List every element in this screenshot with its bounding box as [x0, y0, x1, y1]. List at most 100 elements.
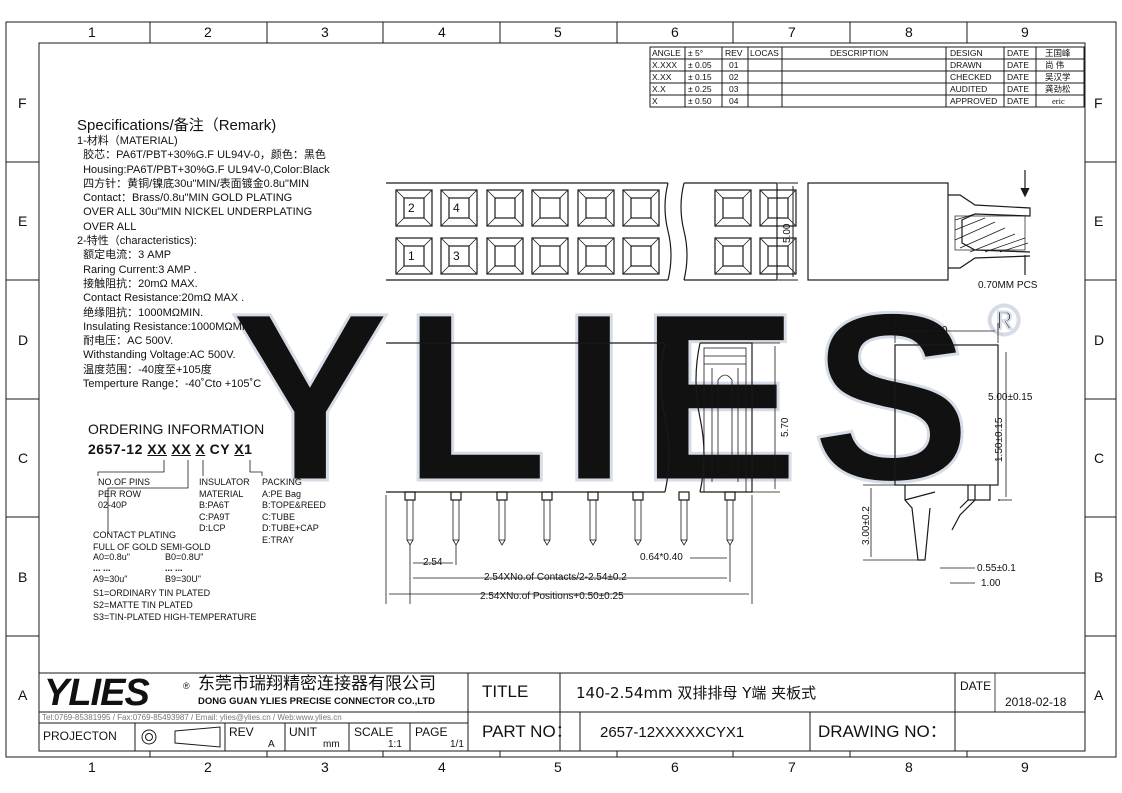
- tol-value-2: ± 0.15: [688, 72, 712, 82]
- front-pin: [587, 491, 599, 546]
- watermark: YLIES ®: [229, 262, 1022, 533]
- plating-b0: B0=0.8U": [165, 552, 204, 562]
- zone-row-left-F: F: [18, 95, 27, 111]
- spec-line-17: Temperture Range：-40˚Cto +105˚C: [77, 378, 262, 391]
- front-pin: [541, 491, 553, 546]
- zone-col-top-1: 1: [88, 24, 96, 40]
- rev-header: REV: [725, 48, 743, 58]
- spec-line-16: 温度范围：-40度至+105度: [77, 363, 212, 376]
- tol-value-0: ± 5°: [688, 48, 703, 58]
- zone-col-bottom-2: 2: [204, 759, 212, 775]
- outer-frame: [5, 21, 1117, 758]
- pin-cell: [622, 189, 660, 227]
- watermark-reg: ®: [988, 296, 1020, 345]
- zone-col-bottom-4: 4: [438, 759, 446, 775]
- rev-row-2: 03: [729, 84, 739, 94]
- front-pin: [632, 491, 644, 546]
- pin-cell: [759, 189, 797, 227]
- name-0: 王国峰: [1045, 48, 1071, 58]
- side-dim-labels: 5.00 5.00±0.15 1.50±0.15 3.00±0.2 0.55±0…: [861, 325, 1033, 589]
- zone-row-right-B: B: [1094, 569, 1103, 585]
- watermark-text: YLIES: [230, 263, 984, 531]
- pin-cell: [395, 237, 433, 275]
- logo-text: YLIES: [44, 672, 149, 714]
- pin-cell: [395, 189, 433, 227]
- tol-label-0: ANGLE: [652, 48, 681, 58]
- pin-cell: [622, 237, 660, 275]
- dim-front-570: 5.70: [780, 417, 791, 437]
- logo-reg: ®: [183, 681, 190, 691]
- dim-side-100: 1.00: [981, 578, 1001, 589]
- plating-dots-b: ... ...: [165, 563, 183, 573]
- pin-cell: [440, 189, 478, 227]
- pins-line-1: PER ROW: [98, 488, 142, 499]
- partno-value: 2657-12XXXXXCYX1: [600, 724, 745, 741]
- logo: YLIES ®: [44, 672, 190, 714]
- zone-col-bottom-3: 3: [321, 759, 329, 775]
- ordering-part-code: 2657-12 XX XX X CY X1: [88, 442, 252, 456]
- tin-line-0: S1=ORDINARY TIN PLATED: [93, 588, 211, 598]
- rev-row-3: 04: [729, 96, 739, 106]
- pin-cell: [714, 189, 752, 227]
- plating-b9: B9=30U": [165, 574, 201, 584]
- front-pin: [678, 491, 690, 546]
- spec-line-3: 四方针：黄铜/镍底30u"MIN/表面镀金0.8u"MIN: [77, 177, 310, 190]
- packing-line-1: A:PE Bag: [262, 488, 302, 499]
- rev-row-1: 02: [729, 72, 739, 82]
- name-3: 龚劲松: [1045, 84, 1071, 94]
- date-4: DATE: [1007, 96, 1029, 106]
- dim-side-500: 5.00±0.15: [988, 392, 1033, 403]
- name-2: 吴汉学: [1045, 72, 1071, 82]
- title-label: TITLE: [482, 682, 529, 701]
- side-view: [894, 344, 1000, 561]
- dim-top-500: 5.00: [782, 223, 793, 243]
- zone-row-right-A: A: [1094, 687, 1104, 703]
- packing-line-0: PACKING: [262, 477, 302, 487]
- part-c: X: [195, 441, 206, 457]
- ordering-pins: NO.OF PINS PER ROW 02-40P: [98, 477, 150, 512]
- plating-line-1: FULL OF GOLD SEMI-GOLD: [93, 541, 211, 552]
- tin-line-2: S3=TIN-PLATED HIGH-TEMPERATURE: [93, 612, 257, 622]
- zone-row-left-A: A: [18, 687, 28, 703]
- dim-side-width: 5.00: [928, 325, 948, 336]
- dim-front-positions: 2.54XNo.of Positions+0.50±0.25: [480, 591, 624, 602]
- part-b: XX: [171, 441, 192, 457]
- zone-row-right-C: C: [1094, 450, 1104, 466]
- pin-cell: [486, 237, 524, 275]
- spec-line-15: Withstanding Voltage:AC 500V.: [77, 349, 236, 362]
- page-value: 1/1: [450, 739, 464, 750]
- scale-value: 1:1: [388, 739, 402, 750]
- side-dims: [863, 323, 1012, 584]
- pin-cell: [531, 189, 569, 227]
- zone-col-top-5: 5: [554, 24, 562, 40]
- name-4: eric: [1052, 96, 1065, 106]
- locas-header: LOCAS: [750, 48, 779, 58]
- zone-row-left-D: D: [18, 332, 28, 348]
- spec-line-2: Housing:PA6T/PBT+30%G.F UL94V-0,Color:Bl…: [77, 163, 330, 176]
- tol-label-4: X: [652, 96, 658, 106]
- tolerance-table: ANGLE ± 5° X.XXX ± 0.05 X.XX ± 0.15 X.X …: [649, 46, 723, 108]
- zone-col-bottom-5: 5: [554, 759, 562, 775]
- top-view: [386, 182, 797, 281]
- zone-row-left-E: E: [18, 213, 27, 229]
- zone-col-bottom-1: 1: [88, 759, 96, 775]
- dim-front-064: 0.64*0.40: [640, 552, 683, 563]
- drawingno-label: DRAWING NO：: [818, 722, 947, 741]
- zone-col-top-7: 7: [788, 24, 796, 40]
- pin-cell: [531, 237, 569, 275]
- insulator-line-2: B:PA6T: [199, 500, 230, 510]
- dim-side-055: 0.55±0.1: [977, 563, 1016, 574]
- zone-ticks: [6, 22, 1116, 757]
- zone-col-top-3: 3: [321, 24, 329, 40]
- date-3: DATE: [1007, 84, 1029, 94]
- date-value: 2018-02-18: [1005, 695, 1067, 709]
- insulator-line-0: INSULATOR: [199, 477, 250, 487]
- packing-line-2: B:TOPE&REED: [262, 500, 326, 510]
- revision-table: REV LOCAS DESCRIPTION 01 02 03 04: [721, 46, 947, 108]
- spec-line-5: OVER ALL 30u"MIN NICKEL UNDERPLATING: [77, 206, 313, 219]
- scale-label: SCALE: [354, 725, 394, 739]
- company-contact: Tel:0769-85381995 / Fax:0769-85493987 / …: [42, 713, 342, 722]
- date-0: DATE: [1007, 48, 1029, 58]
- specs-list: 1-材料（MATERIAL) 胶芯：PA6T/PBT+30%G.F UL94V-…: [77, 135, 330, 393]
- front-dim-labels: 5.70 2.54 0.64*0.40 2.54XNo.of Contacts/…: [423, 417, 791, 602]
